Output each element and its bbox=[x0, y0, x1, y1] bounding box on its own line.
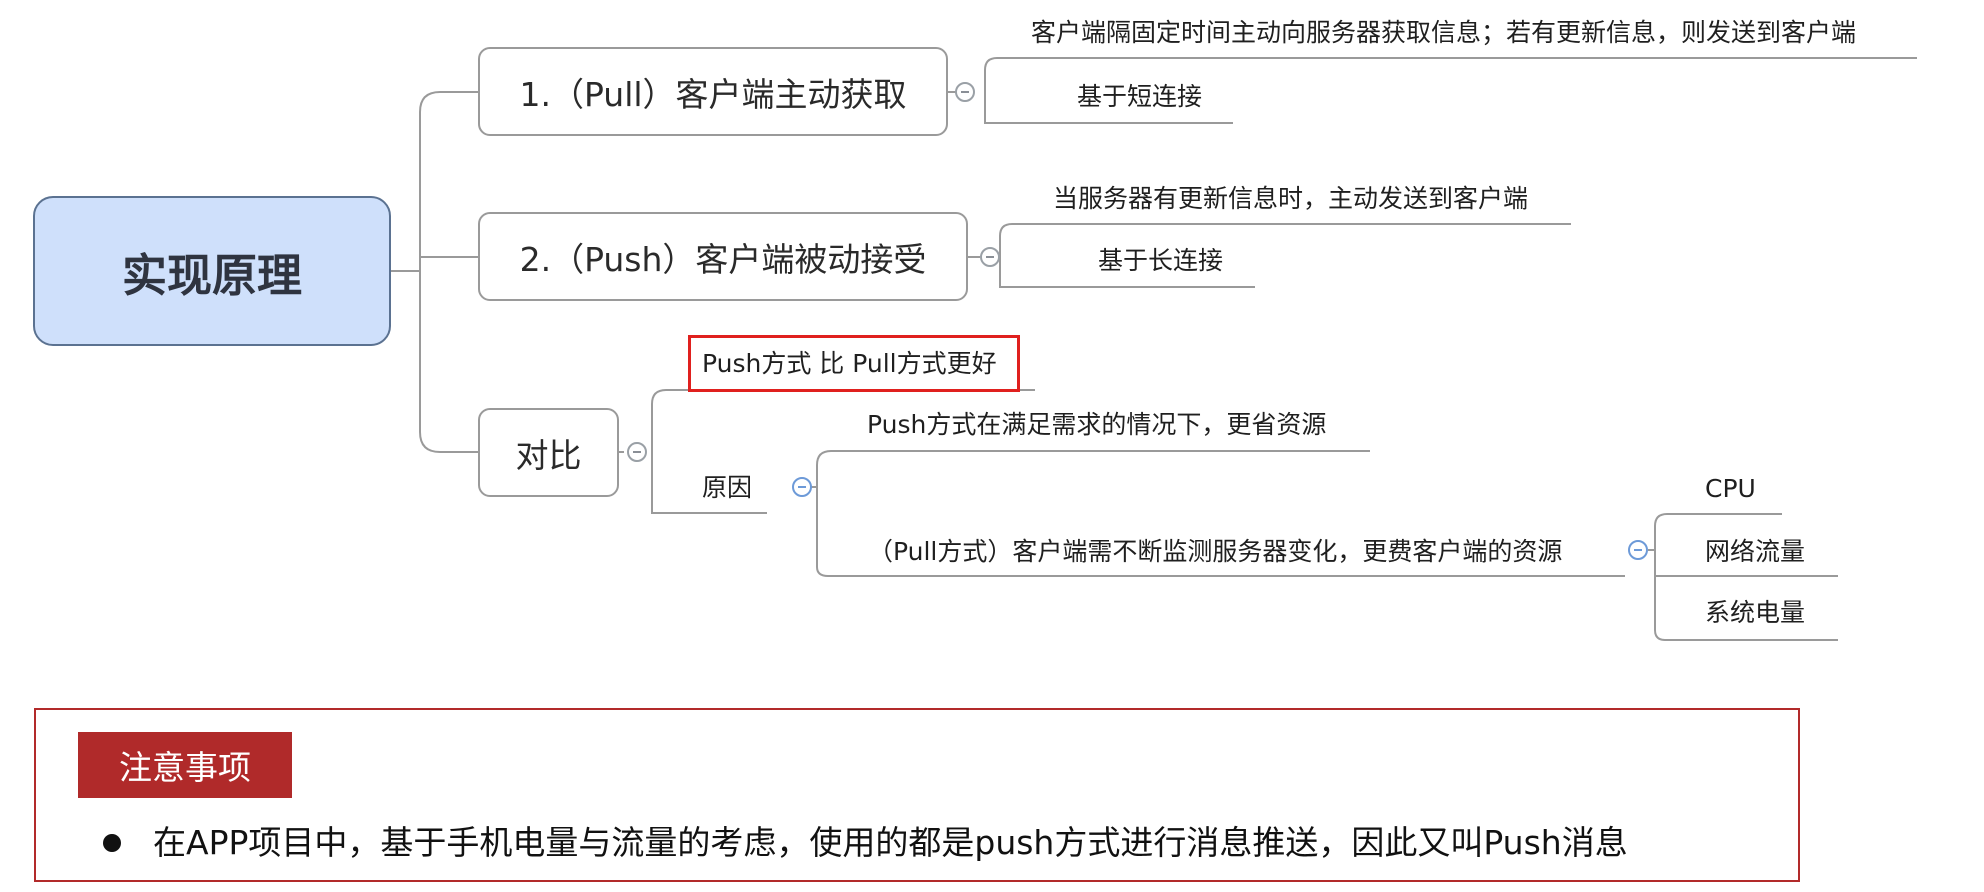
connector-root-compare bbox=[419, 271, 478, 453]
note-text: 在APP项目中，基于手机电量与流量的考虑，使用的都是push方式进行消息推送，因… bbox=[153, 823, 1628, 862]
resource-battery-label[interactable]: 系统电量 bbox=[1705, 598, 1806, 627]
push-detail-label[interactable]: 当服务器有更新信息时，主动发送到客户端 bbox=[1053, 184, 1529, 213]
connector-reason-pull bbox=[816, 487, 1625, 577]
connector-push-detail bbox=[999, 223, 1571, 257]
resource-cpu-label[interactable]: CPU bbox=[1705, 474, 1756, 503]
bullet-icon bbox=[103, 834, 121, 852]
push-connection-label[interactable]: 基于长连接 bbox=[1098, 246, 1224, 275]
reason-label[interactable]: 原因 bbox=[702, 473, 753, 502]
root-node[interactable]: 实现原理 bbox=[33, 196, 391, 346]
connector-pull-detail bbox=[984, 57, 1917, 92]
compare-conclusion-label[interactable]: Push方式 比 Pull方式更好 bbox=[702, 349, 997, 378]
push-node[interactable]: 2.（Push）客户端被动接受 bbox=[478, 212, 968, 301]
pull-connection-label[interactable]: 基于短连接 bbox=[1077, 82, 1203, 111]
collapse-compare-toggle[interactable] bbox=[627, 442, 647, 462]
connector-compare-reason bbox=[651, 452, 767, 514]
collapse-push-toggle[interactable] bbox=[980, 247, 1000, 267]
note-panel bbox=[34, 708, 1800, 882]
connector-compare-conclusion bbox=[651, 389, 1035, 452]
collapse-pull-toggle[interactable] bbox=[955, 82, 975, 102]
collapse-resources-toggle[interactable] bbox=[1628, 540, 1648, 560]
connector-resource-battery bbox=[1654, 550, 1838, 641]
highlight-box bbox=[688, 335, 1020, 392]
connector-push-connection bbox=[999, 257, 1255, 288]
reason-push-label[interactable]: Push方式在满足需求的情况下，更省资源 bbox=[867, 410, 1327, 439]
resource-network-label[interactable]: 网络流量 bbox=[1705, 537, 1806, 566]
connector-root-pull bbox=[419, 91, 478, 271]
connector-resource-cpu bbox=[1654, 513, 1782, 550]
note-title: 注意事项 bbox=[78, 732, 292, 798]
connector-reason-push bbox=[816, 450, 1370, 487]
collapse-reason-toggle[interactable] bbox=[792, 477, 812, 497]
connector-pull-connection bbox=[984, 92, 1233, 124]
reason-pull-label[interactable]: （Pull方式）客户端需不断监测服务器变化，更费客户端的资源 bbox=[868, 537, 1563, 566]
pull-detail-label[interactable]: 客户端隔固定时间主动向服务器获取信息；若有更新信息，则发送到客户端 bbox=[1031, 18, 1857, 47]
compare-node[interactable]: 对比 bbox=[478, 408, 619, 497]
pull-node[interactable]: 1.（Pull）客户端主动获取 bbox=[478, 47, 948, 136]
